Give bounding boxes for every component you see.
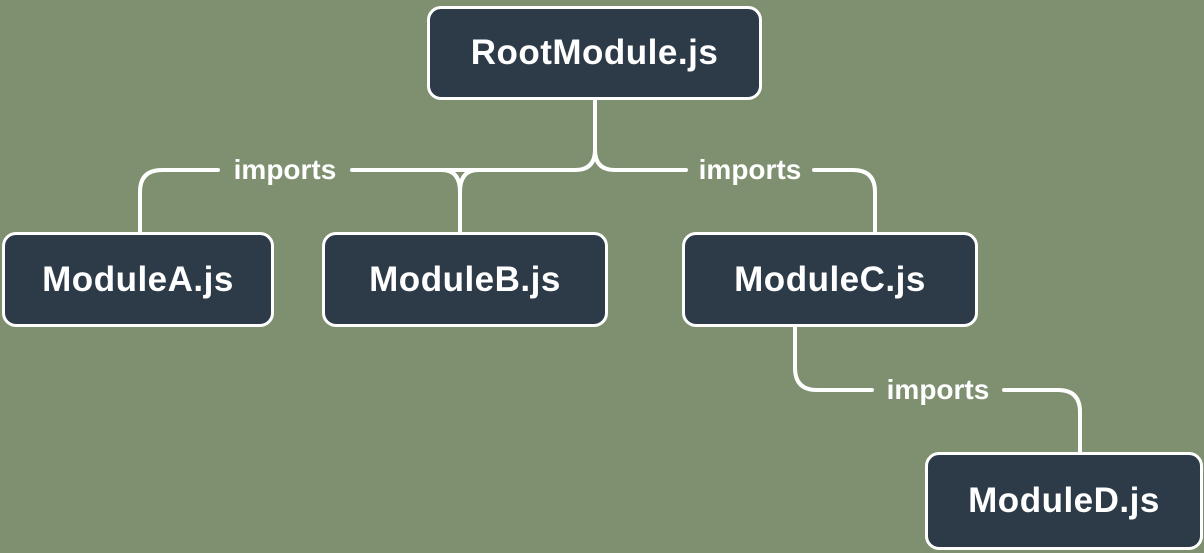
- node-module-b-label: ModuleB.js: [369, 259, 561, 299]
- connector-into-module-c: [812, 168, 877, 234]
- node-module-b: ModuleB.js: [322, 232, 608, 327]
- connector-into-module-a: [138, 168, 220, 234]
- node-module-c: ModuleC.js: [682, 232, 978, 327]
- connector-into-module-d: [1002, 388, 1082, 454]
- node-module-d-label: ModuleD.js: [968, 481, 1160, 520]
- edge-label-imports-c-to-d: imports: [886, 374, 990, 405]
- node-module-c-label: ModuleC.js: [734, 259, 926, 299]
- node-module-a: ModuleA.js: [2, 232, 274, 327]
- edge-label-imports-right: imports: [698, 154, 802, 185]
- connector-root-stem-right: [593, 98, 688, 172]
- node-module-d: ModuleD.js: [925, 452, 1203, 550]
- edge-label-imports-left: imports: [233, 154, 337, 185]
- node-root-module: RootModule.js: [427, 6, 762, 100]
- node-module-a-label: ModuleA.js: [42, 259, 234, 299]
- connector-module-c-out: [793, 325, 874, 392]
- node-root-module-label: RootModule.js: [470, 33, 719, 72]
- connector-into-module-b: [440, 168, 480, 234]
- connector-root-stem-left: [350, 148, 597, 172]
